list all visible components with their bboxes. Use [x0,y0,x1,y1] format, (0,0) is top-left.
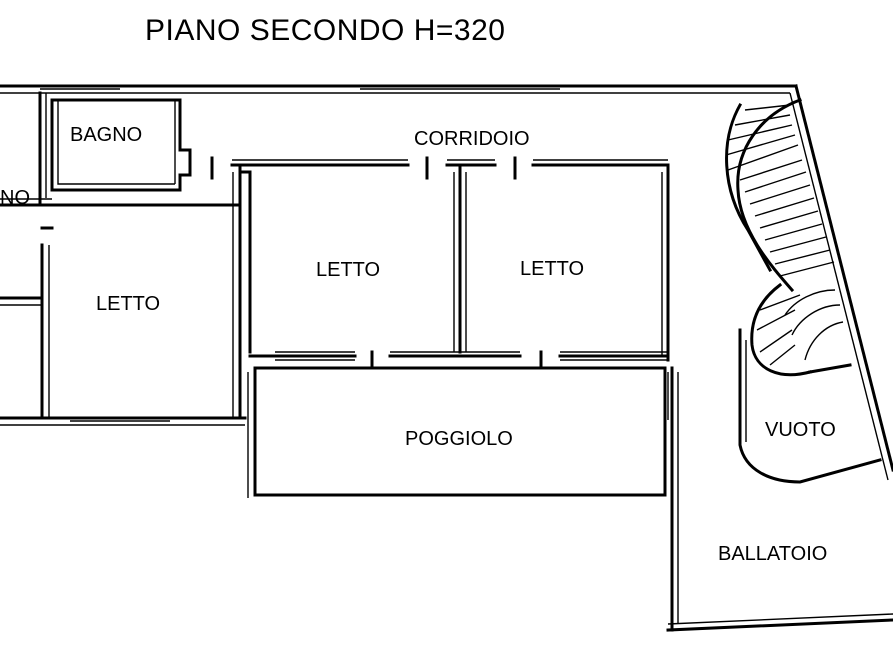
vuoto-outline [738,328,882,484]
label-ballatoio: BALLATOIO [718,543,827,565]
label-vuoto: VUOTO [765,419,836,441]
ballatoio-walls [667,366,679,632]
label-bagno: BAGNO [70,124,142,146]
letto-left-walls [232,163,242,420]
label-letto-left: LETTO [96,293,160,315]
label-letto-center: LETTO [316,259,380,281]
label-corridoio: CORRIDOIO [414,128,530,150]
label-letto-right: LETTO [520,258,584,280]
spiral-staircase [725,98,852,377]
label-poggiolo: POGGIOLO [405,428,513,450]
bagno-walls [50,98,192,192]
left-room-walls [0,91,242,420]
bedroom-balcony-wall [248,350,670,370]
letto-center-walls [238,163,467,354]
plan-title: PIANO SECONDO H=320 [145,14,505,47]
letto-right-walls [661,163,670,362]
label-partial-left: NO [0,187,30,209]
corridoio-walls [210,156,670,180]
outer-walls [0,84,893,632]
poggiolo-walls [247,366,667,498]
